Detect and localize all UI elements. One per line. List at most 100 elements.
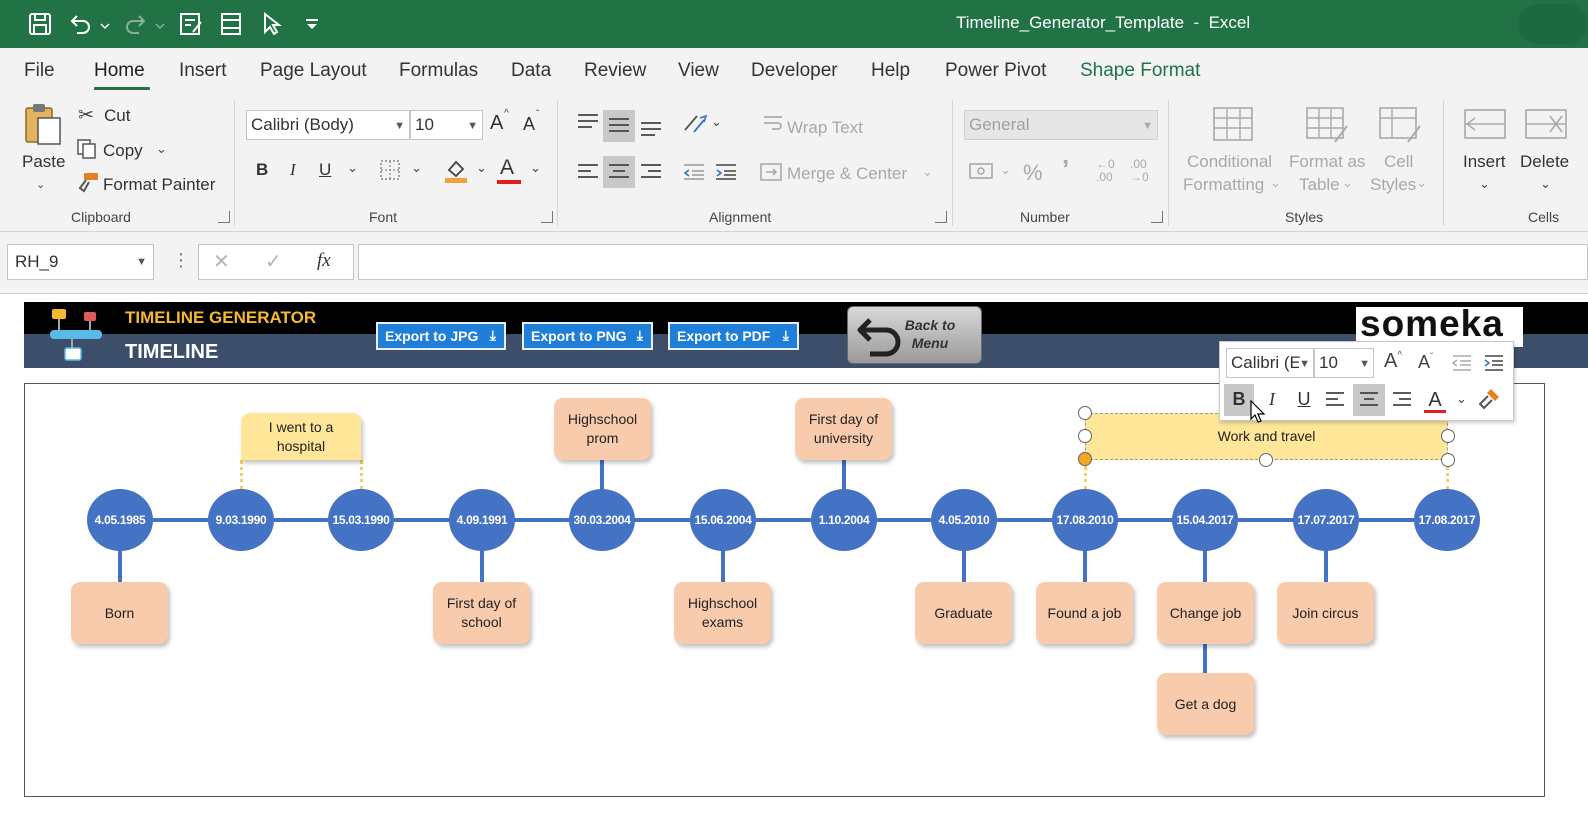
italic-button[interactable]: I [290,160,296,179]
mini-font-color-dropdown-icon[interactable]: ⌄ [1456,391,1467,406]
align-top-icon[interactable] [576,112,600,137]
tab-view[interactable]: View [678,60,719,81]
decrease-font-size-button[interactable]: A [523,114,536,134]
insert-cells-label[interactable]: Insert [1463,152,1506,171]
align-center-icon[interactable] [607,162,631,187]
font-color-button[interactable]: A [500,156,515,179]
increase-font-size-button[interactable]: A [490,112,504,134]
timeline-date-node[interactable]: 30.03.2004 [569,489,635,551]
font-launcher-icon[interactable] [541,211,553,223]
event-card-below[interactable]: Graduate [915,582,1012,644]
event-card-below[interactable]: Get a dog [1157,673,1254,735]
tab-file[interactable]: File [24,60,55,81]
undo-icon[interactable] [66,10,94,38]
resize-handle[interactable] [1441,429,1455,443]
mini-bold-button[interactable]: B [1224,384,1254,416]
mini-italic-button[interactable]: I [1257,384,1287,416]
align-right-icon[interactable] [639,162,663,187]
insert-function-button[interactable]: fx [317,250,331,271]
underline-dropdown-icon[interactable]: ⌄ [347,160,358,175]
undo-dropdown-icon[interactable] [100,18,110,30]
event-card-below[interactable]: Join circus [1277,582,1374,644]
event-card-below[interactable]: Highschool exams [674,582,771,644]
align-bottom-icon[interactable] [639,118,663,143]
event-card-below[interactable]: First day of school [433,582,530,644]
mini-grow-font-icon[interactable]: A^ [1384,350,1403,372]
save-icon[interactable] [26,10,54,38]
align-left-icon[interactable] [576,162,600,187]
page-break-icon[interactable] [217,10,245,38]
fill-color-icon[interactable] [443,156,469,189]
timeline-date-node[interactable]: 15.03.1990 [328,489,394,551]
fill-color-dropdown-icon[interactable]: ⌄ [476,160,487,175]
copy-label[interactable]: Copy [103,141,143,160]
mini-increase-indent-icon[interactable] [1483,354,1505,377]
timeline-date-node[interactable]: 9.03.1990 [208,489,274,551]
font-size-select[interactable]: 10 ▼ [410,110,483,140]
format-painter-label[interactable]: Format Painter [103,175,216,194]
mini-font-name-select[interactable]: Calibri (E ▼ [1226,348,1314,378]
event-card-above[interactable]: First day of university [795,398,892,460]
timeline-date-node[interactable]: 17.07.2017 [1293,489,1359,551]
format-painter-icon[interactable] [76,172,100,199]
mini-align-left-icon[interactable] [1324,390,1346,415]
alignment-launcher-icon[interactable] [935,211,947,223]
timeline-date-node[interactable]: 4.09.1991 [449,489,515,551]
event-card-below[interactable]: Born [71,582,168,644]
copy-icon[interactable] [76,138,98,165]
tab-review[interactable]: Review [584,60,647,81]
customize-toolbar-icon[interactable] [298,10,326,38]
adjust-handle[interactable] [1078,452,1092,466]
tab-formulas[interactable]: Formulas [399,60,479,81]
paste-label[interactable]: Paste [22,152,66,171]
paste-dropdown-icon[interactable]: ⌄ [36,179,46,191]
delete-cells-dropdown-icon[interactable]: ⌄ [1540,176,1551,191]
timeline-date-node[interactable]: 15.04.2017 [1172,489,1238,551]
align-middle-icon[interactable] [607,116,631,141]
tab-page-layout[interactable]: Page Layout [260,60,367,81]
select-objects-icon[interactable] [258,10,286,38]
mini-align-center-icon[interactable] [1358,390,1380,415]
increase-indent-icon[interactable] [714,162,738,187]
account-avatar[interactable] [1518,4,1588,44]
copy-dropdown-icon[interactable]: ⌄ [156,141,167,156]
borders-icon[interactable] [378,158,402,187]
event-card-below[interactable]: Found a job [1036,582,1133,644]
event-card-above[interactable]: I went to a hospital [241,413,361,460]
bold-button[interactable]: B [256,160,269,179]
insert-cells-dropdown-icon[interactable]: ⌄ [1479,176,1490,191]
orientation-icon[interactable] [682,110,710,141]
timeline-date-node[interactable]: 1.10.2004 [811,489,877,551]
cut-label[interactable]: Cut [104,106,131,125]
timeline-date-node[interactable]: 17.08.2017 [1414,489,1480,551]
tab-power-pivot[interactable]: Power Pivot [945,60,1047,81]
font-color-dropdown-icon[interactable]: ⌄ [530,160,541,175]
tab-data[interactable]: Data [511,60,552,81]
timeline-date-node[interactable]: 4.05.1985 [87,489,153,551]
mini-shrink-font-icon[interactable]: Aˇ [1418,352,1434,372]
event-card-above[interactable]: Highschool prom [554,398,651,460]
export-jpg-button[interactable]: Export to JPG ⤓ [376,322,506,350]
event-card-below[interactable]: Change job [1157,582,1254,644]
export-pdf-button[interactable]: Export to PDF ⤓ [668,322,799,350]
tab-shape-format[interactable]: Shape Format [1080,60,1201,81]
timeline-date-node[interactable]: 4.05.2010 [931,489,997,551]
resize-handle[interactable] [1078,429,1092,443]
resize-handle[interactable] [1078,406,1092,420]
formula-input[interactable] [358,244,1588,280]
paste-icon[interactable] [22,102,64,153]
name-box[interactable]: RH_9 ▼ [7,244,154,280]
resize-handle[interactable] [1259,453,1273,467]
tab-home[interactable]: Home [94,60,145,81]
orientation-dropdown-icon[interactable]: ⌄ [711,114,722,129]
tab-help[interactable]: Help [871,60,911,81]
number-launcher-icon[interactable] [1151,211,1163,223]
tab-insert[interactable]: Insert [179,60,227,81]
borders-dropdown-icon[interactable]: ⌄ [411,160,422,175]
mini-format-painter-icon[interactable] [1477,387,1501,416]
more-options-icon[interactable]: ⋮ [172,250,190,270]
mini-font-color-button[interactable]: A [1420,384,1450,416]
mini-align-right-icon[interactable] [1391,390,1413,415]
underline-button[interactable]: U [319,160,332,179]
export-png-button[interactable]: Export to PNG ⤓ [522,322,653,350]
